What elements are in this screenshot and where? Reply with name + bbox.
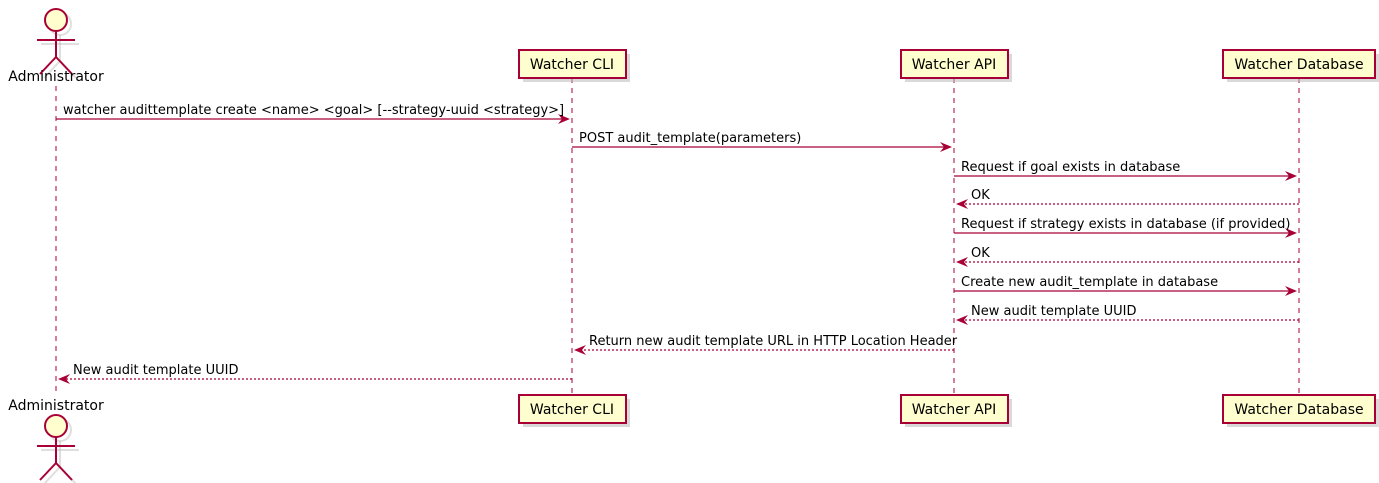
message-5-label: OK — [971, 246, 990, 261]
participant-0-bottom-leg-left-shadow — [43, 466, 61, 483]
message-9-arrowhead-icon — [58, 374, 70, 384]
participant-0-top-head-icon — [44, 8, 68, 32]
participant-0-top-leg-left-icon — [39, 56, 57, 75]
participant-0-top-leg-left-shadow — [43, 60, 61, 79]
participant-3-bottom-label: Watcher Database — [1234, 402, 1363, 418]
participant-0-top-leg-right-icon — [55, 56, 73, 75]
message-5-arrowhead-icon — [956, 257, 968, 267]
participant-1-top-label: Watcher CLI — [530, 57, 614, 73]
message-3-arrowhead-icon — [956, 199, 968, 209]
participant-3-top-label: Watcher Database — [1234, 57, 1363, 73]
message-2-label: Request if goal exists in database — [961, 160, 1180, 175]
participant-0-bottom-head-icon — [44, 414, 68, 438]
message-7-label: New audit template UUID — [971, 304, 1136, 319]
participant-3-bottom-box — [1222, 394, 1376, 424]
participant-0-bottom-leg-right-icon — [55, 462, 73, 481]
participant-2-bottom-box — [900, 394, 1009, 424]
participant-0-bottom-label: Administrator — [8, 398, 104, 414]
participant-1-top-box — [518, 49, 627, 79]
participant-0-top-label: Administrator — [8, 69, 104, 85]
participant-1-bottom-box — [518, 394, 627, 424]
message-8-arrowhead-icon — [574, 345, 586, 355]
message-2-arrowhead-icon — [1285, 171, 1297, 181]
message-8-label: Return new audit template URL in HTTP Lo… — [589, 334, 958, 349]
message-4-label: Request if strategy exists in database (… — [961, 217, 1290, 232]
participant-2-top-box — [900, 49, 1009, 79]
participant-2-bottom-label: Watcher API — [912, 402, 997, 418]
message-9-label: New audit template UUID — [73, 363, 238, 378]
participant-3-top-box — [1222, 49, 1376, 79]
message-0-label: watcher audittemplate create <name> <goa… — [63, 103, 564, 118]
message-1-arrowhead-icon — [940, 142, 952, 152]
message-1-label: POST audit_template(parameters) — [579, 131, 801, 146]
message-7-arrowhead-icon — [956, 315, 968, 325]
message-6-arrowhead-icon — [1285, 286, 1297, 296]
participant-2-top-label: Watcher API — [912, 57, 997, 73]
message-4-arrowhead-icon — [1285, 228, 1297, 238]
message-6-label: Create new audit_template in database — [961, 275, 1218, 290]
message-3-label: OK — [971, 188, 990, 203]
participant-1-bottom-label: Watcher CLI — [530, 402, 614, 418]
participant-0-bottom-leg-left-icon — [39, 462, 57, 481]
message-0-arrowhead-icon — [558, 114, 570, 124]
